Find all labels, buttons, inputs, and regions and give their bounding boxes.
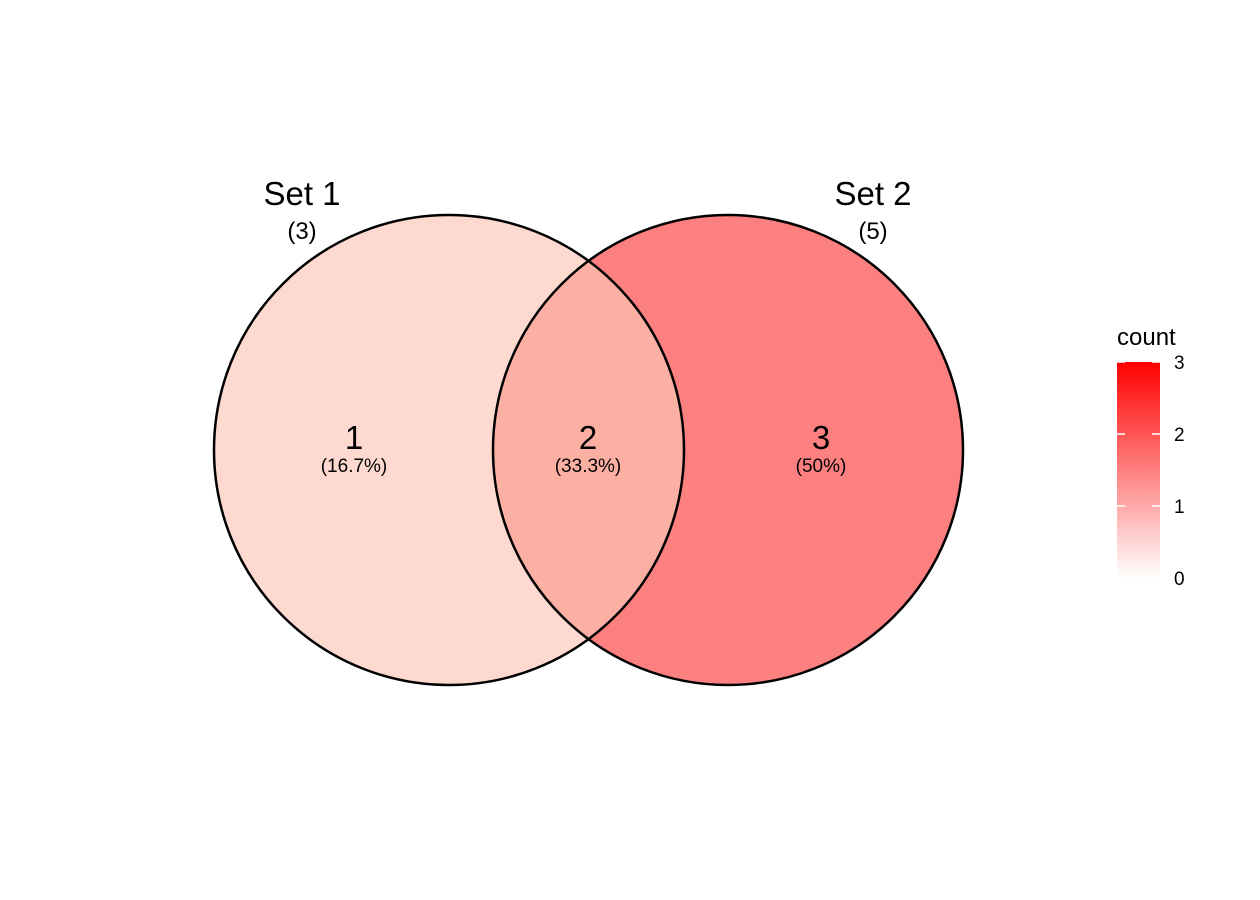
region-intersection-percent: (33.3%)	[555, 456, 622, 477]
venn-outlines	[212, 213, 965, 687]
set1-circle	[212, 213, 686, 687]
set2-circle	[491, 213, 965, 687]
region-set1-only-percent: (16.7%)	[321, 456, 388, 477]
legend-tick-label: 2	[1174, 425, 1185, 446]
legend-title: count	[1117, 324, 1176, 351]
region-set1-only-count: 1	[345, 419, 363, 456]
region-intersection-count: 2	[579, 419, 597, 456]
venn-regions	[214, 215, 963, 685]
region-set2-only-percent: (50%)	[796, 456, 847, 477]
legend-colorbar	[1117, 362, 1160, 578]
set2-size: (5)	[858, 218, 887, 245]
set1-name: Set 1	[263, 175, 340, 212]
legend: count 0 1 2 3	[1117, 324, 1185, 590]
legend-tick-label: 3	[1174, 353, 1185, 374]
set1-size: (3)	[287, 218, 316, 245]
region-set2-only-count: 3	[812, 419, 830, 456]
set2-name: Set 2	[834, 175, 911, 212]
region-intersection	[493, 215, 684, 685]
legend-tick-label: 0	[1174, 569, 1185, 590]
legend-tick-label: 1	[1174, 497, 1185, 518]
legend-ticks: 0 1 2 3	[1117, 353, 1185, 590]
